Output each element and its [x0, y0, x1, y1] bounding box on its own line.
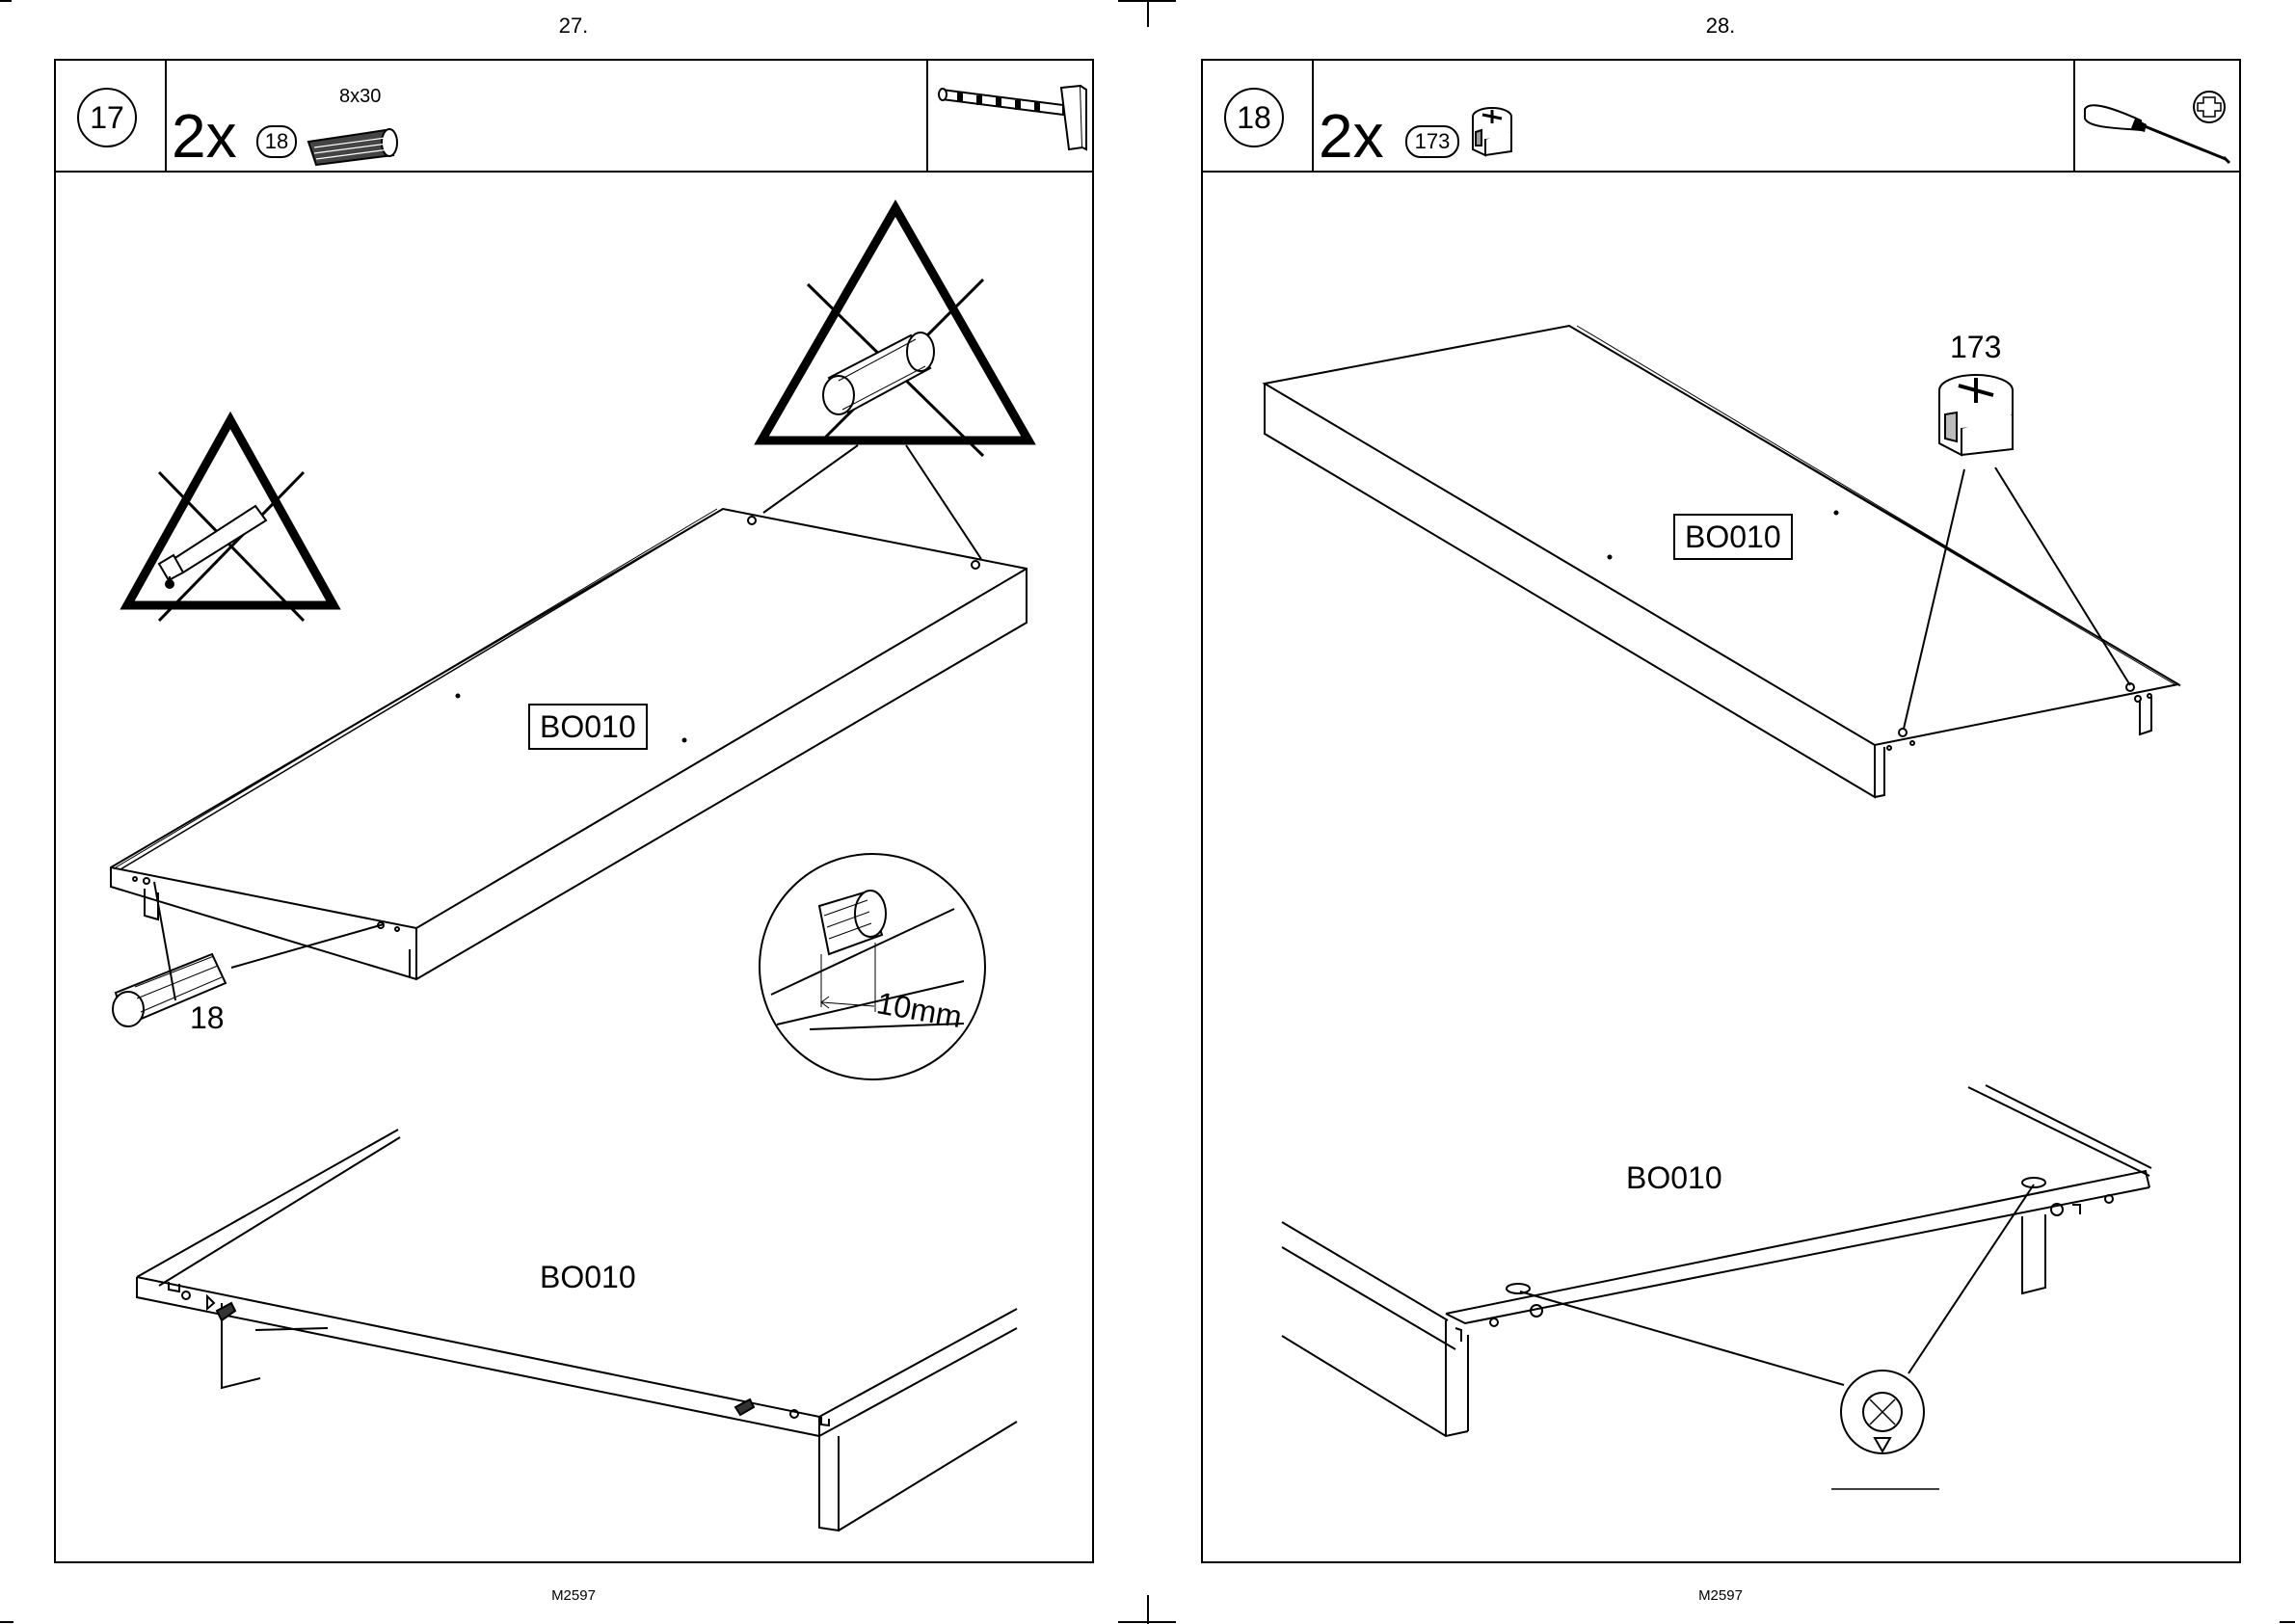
crop-mark [2280, 1621, 2295, 1623]
crop-mark [1147, 1595, 1149, 1624]
crop-mark [0, 1621, 13, 1623]
panel-label: BO010 [1673, 514, 1793, 560]
cam-lock-part [1939, 375, 2013, 455]
panel-bottom [1282, 1085, 2151, 1489]
footer-code: M2597 [477, 1587, 670, 1604]
footer-code: M2597 [1624, 1587, 1817, 1604]
step-18-illustration [0, 0, 2295, 1581]
panel-top [1265, 326, 2180, 797]
crop-mark [1118, 1621, 1176, 1623]
panel-label: BO010 [1626, 1162, 1722, 1193]
cam-lock-callout-label: 173 [1950, 332, 2001, 362]
